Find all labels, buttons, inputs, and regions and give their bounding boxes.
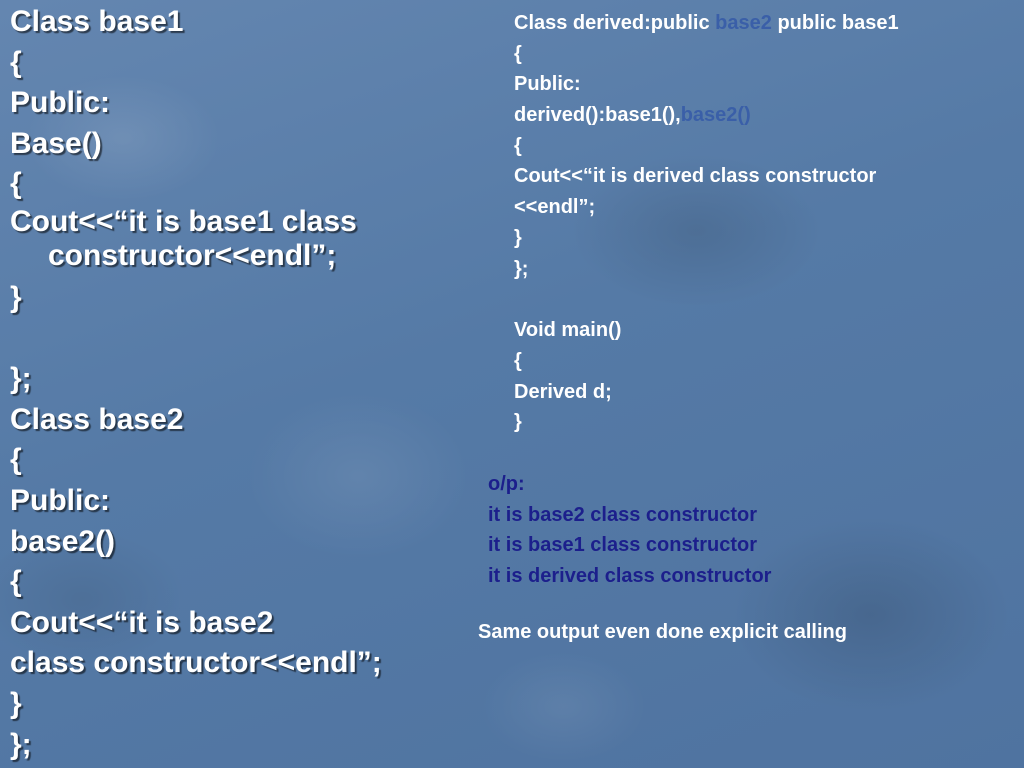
code-line: }; — [10, 727, 32, 761]
code-line: { — [10, 45, 22, 79]
code-line: Derived d; — [514, 380, 612, 403]
code-line: Void main() — [514, 319, 622, 342]
base-classes-code-block: Class base1 { Public: Base() { Cout<<“it… — [10, 2, 480, 765]
program-output: o/p: it is base2 class constructor it is… — [488, 469, 771, 591]
code-text: public base1 — [771, 12, 899, 34]
explicit-call-note: Same output even done explicit calling — [478, 621, 847, 643]
code-line: { — [514, 349, 522, 372]
code-line: Cout<<“it is base2 — [10, 605, 274, 639]
code-line: Base() — [10, 126, 102, 160]
derived-class-code-block: Class derived:public base2 public base1 … — [514, 8, 1014, 438]
code-line: Public: — [10, 86, 111, 120]
highlighted-code-text: base2() — [680, 104, 751, 127]
code-line: Class base2 — [10, 402, 184, 436]
code-line-blank — [514, 284, 1014, 315]
code-line-blank — [10, 319, 480, 360]
code-line: } — [10, 686, 22, 720]
code-text: Class derived:public — [514, 12, 716, 34]
code-line: Class base1 — [10, 5, 184, 38]
highlighted-code-text: base2 — [715, 12, 772, 34]
code-line: }; — [514, 257, 529, 280]
code-line: <<endl”; — [514, 196, 596, 219]
output-heading: o/p: — [488, 473, 525, 495]
code-line: Class derived:public base2 public base1 — [514, 8, 1014, 39]
code-line: { — [10, 167, 22, 201]
output-line: it is derived class constructor — [488, 564, 772, 587]
code-line: { — [10, 565, 22, 599]
code-line: } — [10, 280, 22, 314]
code-line: Public: — [10, 483, 111, 517]
code-line: { — [514, 42, 522, 65]
code-line: { — [514, 134, 522, 157]
code-line: { — [10, 443, 22, 477]
code-line: class constructor<<endl”; — [10, 646, 382, 680]
code-line: base2() — [10, 524, 116, 558]
code-line: derived():base1(),base2() — [514, 100, 1014, 131]
output-line: it is base1 class constructor — [488, 534, 758, 556]
code-text: derived():base1(), — [514, 104, 681, 127]
code-line: Cout<<“it is base1 class constructor<<en… — [10, 204, 357, 272]
code-line: } — [514, 226, 522, 249]
code-line: Public: — [514, 73, 581, 96]
code-line: } — [514, 411, 522, 434]
code-line: }; — [10, 362, 32, 396]
code-line: Cout<<“it is derived class constructor — [514, 165, 877, 188]
output-line: it is base2 class constructor — [488, 503, 758, 526]
